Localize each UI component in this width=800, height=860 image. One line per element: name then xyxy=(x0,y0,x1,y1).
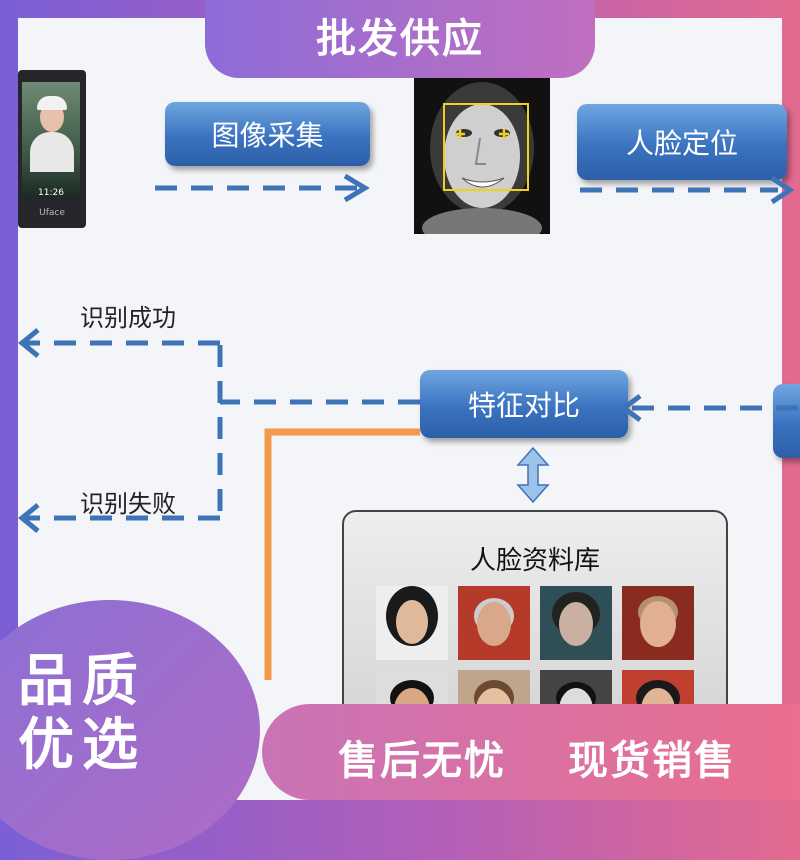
device-screen: 11:26 xyxy=(22,82,80,197)
capture-box: 图像采集 xyxy=(165,102,370,166)
slogan-after-sales: 售后无忧 xyxy=(338,738,506,784)
bottom-banner: 售后无忧 现货销售 xyxy=(262,704,800,800)
face-terminal-device: 11:26 Uface xyxy=(18,70,86,228)
face-detection-image xyxy=(414,78,550,234)
success-label: 识别成功 xyxy=(80,304,176,332)
face-thumbnail xyxy=(540,586,612,660)
person-hat xyxy=(37,96,67,110)
database-title: 人脸资料库 xyxy=(469,546,600,576)
fail-label: 识别失败 xyxy=(80,490,176,518)
compare-box: 特征对比 xyxy=(420,370,628,438)
slogan-in-stock: 现货销售 xyxy=(568,738,736,784)
badge-line2: 优选 xyxy=(18,713,146,778)
face-thumbnail xyxy=(458,586,530,660)
partial-box-right xyxy=(773,384,800,458)
person-body xyxy=(30,132,74,172)
face-thumbnail xyxy=(622,586,694,660)
face-thumbnail xyxy=(376,586,448,660)
badge-line1: 品质 xyxy=(18,649,146,714)
device-brand: Uface xyxy=(39,208,65,218)
locate-box: 人脸定位 xyxy=(577,104,787,180)
device-time: 11:26 xyxy=(38,188,64,197)
page-title: 批发供应 xyxy=(205,0,595,78)
